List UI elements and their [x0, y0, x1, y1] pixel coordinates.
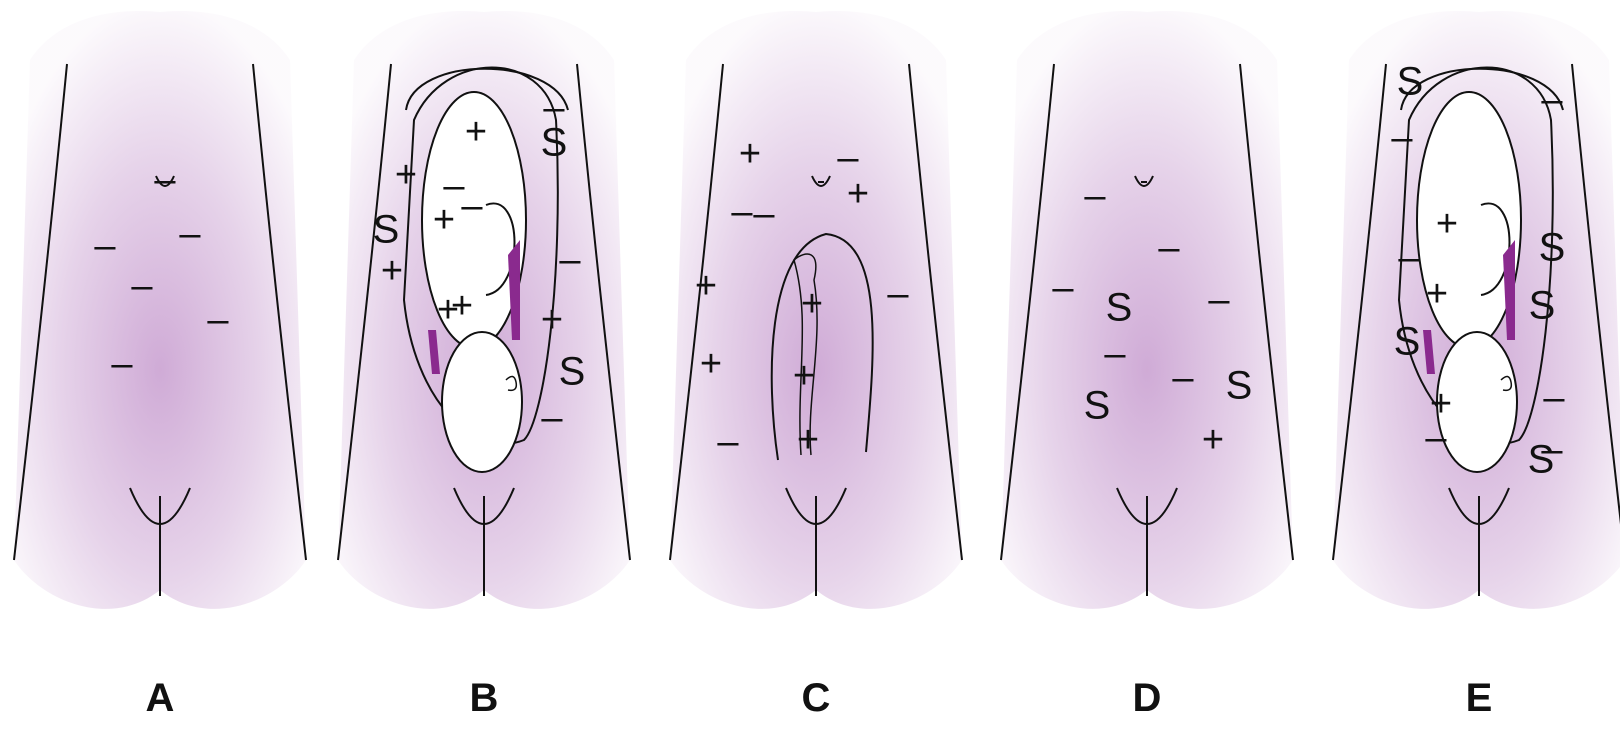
panel-b-symbol: + — [541, 299, 563, 341]
panel-a-symbol: – — [131, 265, 153, 307]
panel-letter-e: E — [1449, 676, 1509, 720]
panel-e-symbol: – — [1543, 377, 1565, 419]
panel-b-figure: ++++S+–––S+–+S– — [338, 11, 630, 609]
panel-c-symbol: – — [731, 191, 753, 233]
panel-b-symbol: S — [541, 121, 568, 165]
panel-b-symbol: + — [451, 285, 473, 327]
panel-d-figure: –––S––S–S+ — [1001, 11, 1293, 609]
panel-c-symbol: – — [753, 193, 775, 235]
panel-c-symbol: – — [887, 273, 909, 315]
panel-d-symbol: – — [1104, 333, 1126, 375]
panel-e-symbol: – — [1391, 117, 1413, 159]
panel-b-symbol: – — [541, 397, 563, 439]
panel-c-symbol: + — [793, 355, 815, 397]
panel-c-figure: +–+–––++++–+ — [670, 11, 962, 609]
panel-a-symbol: – — [154, 159, 176, 201]
panel-d-symbol: S — [1084, 384, 1111, 428]
panel-c-symbol: + — [797, 419, 819, 461]
panel-e-symbol: S — [1394, 320, 1421, 364]
panel-b-symbol: + — [395, 154, 417, 196]
panel-e-symbol: + — [1426, 273, 1448, 315]
panel-d-symbol: S — [1106, 286, 1133, 330]
panel-d-symbol: – — [1172, 357, 1194, 399]
panel-d-symbol: – — [1208, 279, 1230, 321]
panel-e-symbol: – — [1541, 79, 1563, 121]
panel-e-symbol: – — [1541, 429, 1563, 471]
panel-b-symbol: – — [461, 185, 483, 227]
panel-b-symbol: S — [373, 208, 400, 252]
panel-e-symbol: S — [1539, 226, 1566, 270]
panel-letter-a: A — [130, 676, 190, 720]
panel-e-symbol: + — [1436, 203, 1458, 245]
panel-d-symbol: – — [1158, 227, 1180, 269]
panel-c-symbol: – — [717, 421, 739, 463]
panel-letter-b: B — [454, 676, 514, 720]
panel-c-symbol: + — [847, 173, 869, 215]
panel-c-symbol: + — [700, 343, 722, 385]
panel-a-symbol: – — [111, 343, 133, 385]
panel-d-symbol: + — [1202, 419, 1224, 461]
panel-e-symbol: S — [1529, 284, 1556, 328]
panel-e-figure: S––S+++–S–S–S– — [1333, 11, 1620, 609]
panel-e-symbol: – — [1425, 417, 1447, 459]
panel-d-symbol: – — [1084, 175, 1106, 217]
panel-c-symbol: + — [695, 265, 717, 307]
panel-b-symbol: + — [381, 250, 403, 292]
panel-letter-c: C — [786, 676, 846, 720]
panel-e-symbol: S — [1397, 60, 1424, 104]
panel-e-symbol: – — [1398, 237, 1420, 279]
panel-a-symbol: – — [179, 213, 201, 255]
panel-b-symbol: – — [559, 239, 581, 281]
panel-b-symbol: + — [465, 111, 487, 153]
panel-c-symbol: + — [801, 283, 823, 325]
panel-c-symbol: + — [739, 133, 761, 175]
panel-letter-d: D — [1117, 676, 1177, 720]
panel-d-symbol: S — [1226, 364, 1253, 408]
panel-b-symbol: S — [559, 350, 586, 394]
panel-a-figure: –––––– — [14, 11, 306, 609]
panel-a-symbol: – — [94, 225, 116, 267]
panel-a-symbol: – — [207, 299, 229, 341]
panel-d-symbol: – — [1052, 267, 1074, 309]
